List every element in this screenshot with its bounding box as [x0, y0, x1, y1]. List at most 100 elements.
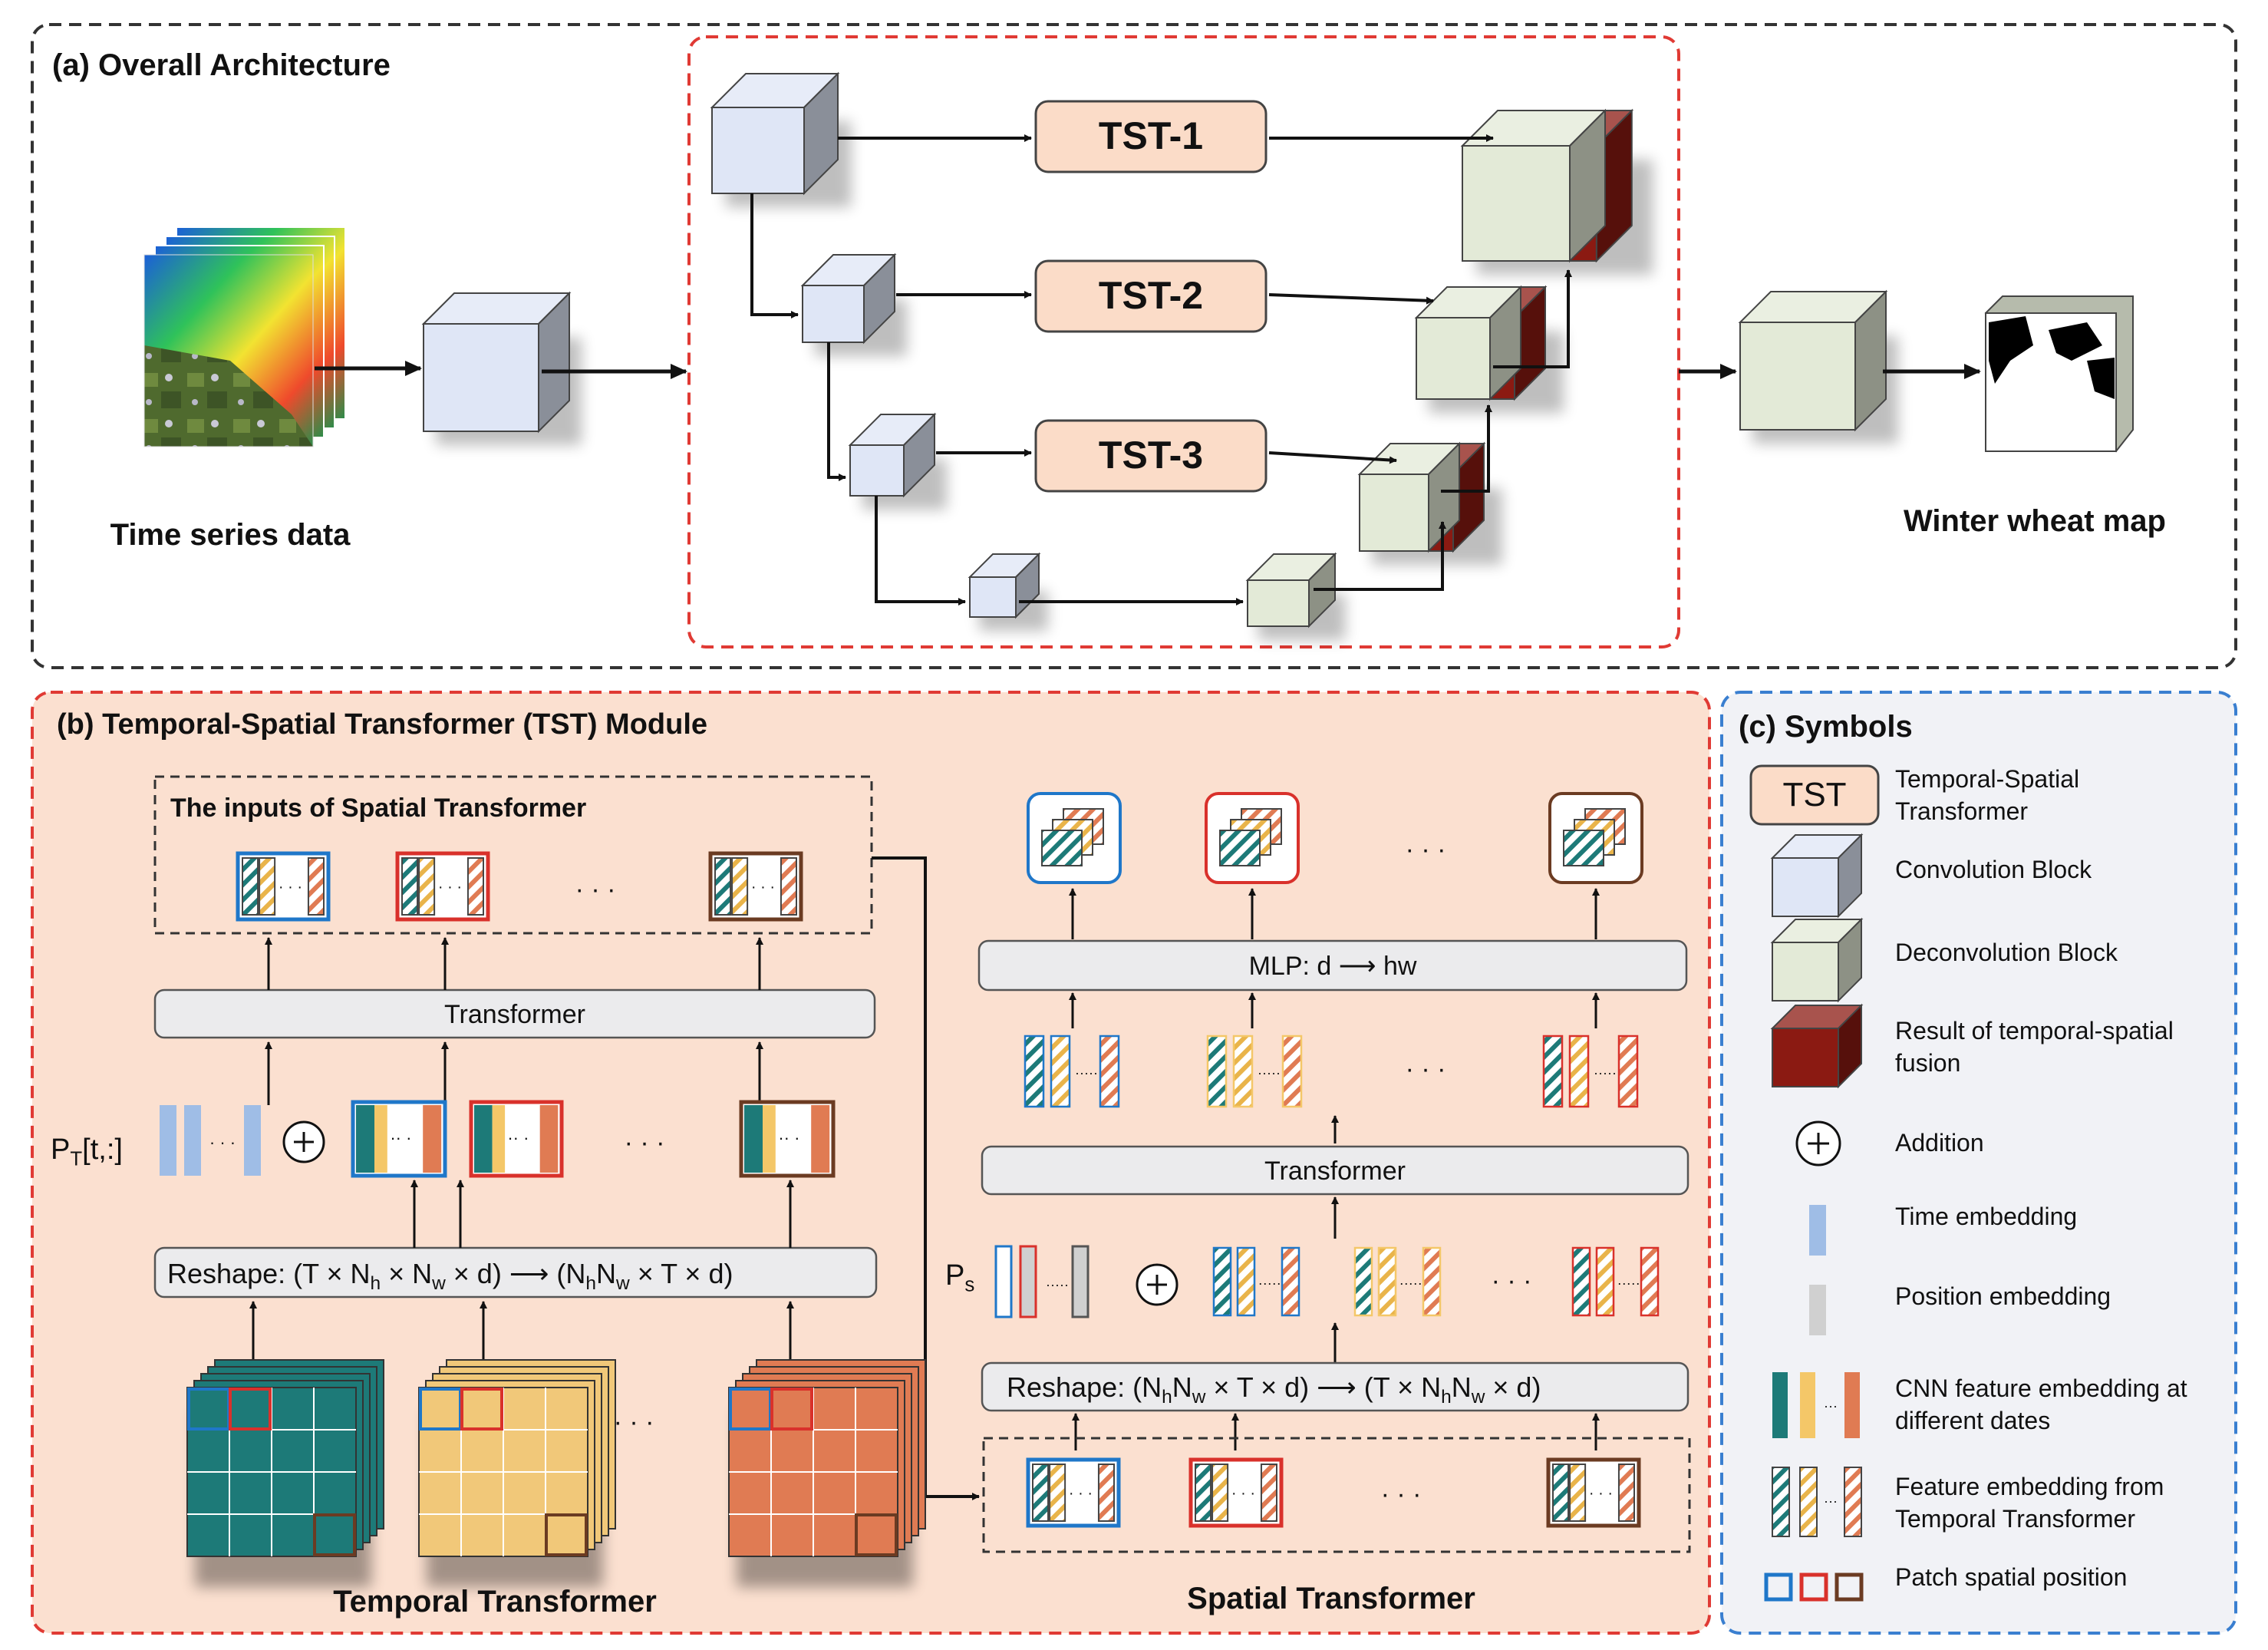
spatial-input-3: · · ·	[708, 851, 803, 922]
panel-a: (a) Overall Architecture TST-1TST-2TST-3…	[31, 23, 2237, 669]
svg-text:·· ·: ·· ·	[390, 1128, 411, 1147]
spatial-transformer-label: Spatial Transformer	[1187, 1582, 1475, 1615]
cnn-embed-date-1: ·· ·	[351, 1100, 447, 1178]
link-enc-2-3	[827, 342, 846, 481]
position-embedding-bars: ·····	[994, 1245, 1089, 1318]
patch-output-2	[1205, 792, 1300, 884]
symbol-cnn-embedding: ···	[1772, 1372, 1860, 1438]
link-dec2-up	[1493, 269, 1572, 368]
svg-text:·····: ·····	[1594, 1065, 1617, 1081]
addition-temporal	[282, 1120, 325, 1163]
spatial-transformer-input-2: · · ·	[1188, 1457, 1284, 1528]
patch-output-3	[1548, 792, 1643, 884]
symbol-label-7: Position embedding	[1895, 1282, 2111, 1310]
svg-text:Transformer: Transformer	[1264, 1157, 1406, 1186]
symbol-label-10: Patch spatial position	[1895, 1563, 2127, 1591]
link-dec4-up	[1314, 521, 1446, 591]
spatial-feat-mid-n: ·····	[1571, 1246, 1660, 1317]
symbol-label-5: Addition	[1895, 1129, 1984, 1157]
tst-1-box: TST-1	[1034, 100, 1268, 173]
svg-text:·····: ·····	[1617, 1275, 1640, 1291]
final-deconv-block	[1738, 289, 1898, 444]
symbol-tst: TST	[1749, 764, 1880, 826]
svg-text:·····: ·····	[1258, 1275, 1281, 1291]
encoder-conv-2	[800, 252, 907, 356]
reshape-spatial: Reshape: (NhNw × T × d) ⟶ (T × NhNw × d)	[981, 1361, 1689, 1412]
svg-text:· · ·: · · ·	[751, 879, 775, 896]
patch-output-1	[1027, 792, 1122, 884]
svg-text:Reshape: (NhNw × T × d) ⟶: Reshape: (NhNw × T × d) ⟶ (T × NhNw × d)	[1007, 1371, 1541, 1407]
winter-wheat-map	[1984, 295, 2134, 453]
symbol-patch-position	[1764, 1572, 1864, 1602]
spatial-inputs-title: The inputs of Spatial Transformer	[170, 794, 586, 823]
pt-label: PT[t,:]	[51, 1134, 123, 1170]
time-series-image	[143, 226, 346, 447]
svg-text:·····: ·····	[1399, 1275, 1422, 1291]
tst-2-box: TST-2	[1034, 259, 1268, 333]
svg-text:· · ·: · · ·	[1069, 1485, 1093, 1502]
spatial-input-2: · · ·	[395, 851, 490, 922]
time-series-label: Time series data	[110, 518, 351, 552]
link-enc-3-4	[875, 496, 966, 606]
ellipsis-spatial-inputs: · · ·	[575, 875, 616, 904]
symbol-label-3: Deconvolution Block	[1895, 939, 2118, 966]
encoder-conv-3	[848, 412, 947, 510]
patch-stack-yellow	[418, 1359, 616, 1587]
panel-c: (c) Symbols TST······Temporal-SpatialTra…	[1720, 691, 2237, 1635]
svg-text:TST: TST	[1782, 776, 1846, 813]
mlp-block: MLP: d ⟶ hw	[977, 939, 1688, 992]
svg-text:TST-1: TST-1	[1099, 114, 1203, 157]
symbol-addition	[1795, 1120, 1841, 1167]
patch-stack-orange	[728, 1359, 926, 1587]
ellipsis-spatial-feat-mid: · · ·	[1492, 1266, 1532, 1295]
symbol-label-6: Time embedding	[1895, 1203, 2077, 1230]
symbol-label-1-line-1: Temporal-Spatial	[1895, 765, 2079, 793]
panel-b: (b) Temporal-Spatial Transformer (TST) M…	[31, 691, 1711, 1635]
link-dec3-up	[1441, 404, 1492, 493]
tst-3-box: TST-3	[1034, 419, 1268, 493]
time-embedding-bars: · · ·	[160, 1105, 261, 1176]
symbol-position-embedding	[1809, 1285, 1826, 1335]
spatial-transformer-block: Transformer	[981, 1145, 1689, 1196]
symbol-feature-embedding: ···	[1772, 1467, 1862, 1537]
winter-wheat-map-label: Winter wheat map	[1904, 504, 2166, 538]
symbol-label-4-line-1: Result of temporal-spatial	[1895, 1017, 2174, 1044]
svg-text:···: ···	[1824, 1398, 1838, 1414]
spatial-feat-top-n: ·····	[1542, 1035, 1639, 1108]
ellipsis-patch-outputs: · · ·	[1406, 835, 1446, 864]
temporal-transformer-label: Temporal Transformer	[333, 1585, 657, 1619]
ellipsis-cnn-embed: · · ·	[625, 1128, 665, 1157]
svg-text:TST-3: TST-3	[1099, 434, 1203, 477]
symbol-label-2: Convolution Block	[1895, 856, 2092, 883]
svg-text:MLP: d ⟶ hw: MLP: d ⟶ hw	[1249, 952, 1417, 981]
svg-text:·····: ·····	[1258, 1065, 1281, 1081]
encoder-decoder-frame	[687, 35, 1680, 648]
decoder-fusion-1	[1460, 108, 1653, 275]
ps-label: Ps	[945, 1259, 974, 1295]
svg-text:TST-2: TST-2	[1099, 274, 1203, 317]
svg-text:· · ·: · · ·	[1589, 1485, 1613, 1502]
symbol-label-4-line-2: fusion	[1895, 1049, 1960, 1077]
symbol-label-8-line-1: CNN feature embedding at	[1895, 1374, 2187, 1402]
svg-text:·· ·: ·· ·	[778, 1128, 799, 1147]
svg-text:·· ·: ·· ·	[507, 1128, 529, 1147]
cnn-embed-date-n: ·· ·	[739, 1100, 836, 1178]
panel-b-title: (b) Temporal-Spatial Transformer (TST) M…	[57, 708, 707, 741]
arrow-tst2-out	[1268, 293, 1434, 305]
link-enc-1-2	[750, 193, 799, 318]
ellipsis-patch-stacks: · · ·	[614, 1407, 654, 1437]
symbol-label-9-line-2: Temporal Transformer	[1895, 1505, 2135, 1533]
encoder-conv-4	[968, 552, 1048, 631]
patch-stack-teal	[186, 1359, 384, 1587]
ellipsis-spatial-feat-top: · · ·	[1406, 1054, 1446, 1084]
cnn-embed-date-2: ·· ·	[469, 1100, 564, 1178]
conv-block-input	[421, 291, 582, 445]
addition-spatial	[1136, 1263, 1179, 1306]
svg-text:Transformer: Transformer	[444, 1000, 585, 1029]
svg-text:·····: ·····	[1046, 1277, 1069, 1292]
symbol-deconv-block	[1770, 917, 1864, 1003]
ellipsis-spatial-transformer-inputs: · · ·	[1381, 1480, 1422, 1509]
spatial-transformer-inputs-frame	[982, 1437, 1691, 1553]
panel-a-title: (a) Overall Architecture	[52, 48, 391, 82]
